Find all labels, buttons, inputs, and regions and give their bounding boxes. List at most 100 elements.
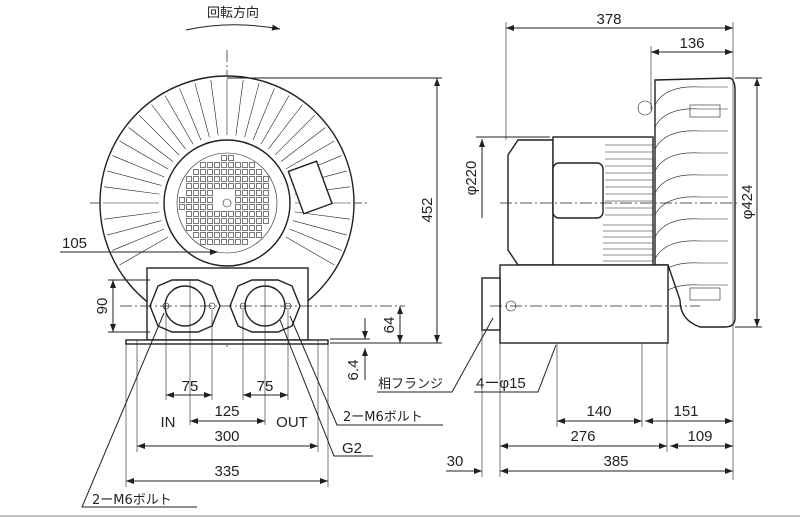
grille-cell — [235, 232, 241, 238]
grille-cell — [249, 169, 255, 175]
grille-cell — [242, 204, 248, 210]
dim-452: 452 — [419, 197, 436, 222]
grille-cell — [179, 204, 185, 210]
grille-cell — [200, 183, 206, 189]
grille-cell — [242, 197, 248, 203]
base-box-side — [499, 264, 669, 344]
grille-cell — [193, 225, 199, 231]
label-bolt-right: 2ーM6ボルト — [343, 410, 423, 425]
fin — [107, 220, 162, 236]
dim-105: 105 — [62, 235, 87, 252]
grille-cell — [249, 176, 255, 182]
grille-cell — [256, 169, 262, 175]
grille-cell — [249, 204, 255, 210]
grille-cell — [207, 176, 213, 182]
label-holes: 4ーφ15 — [476, 375, 526, 392]
dim-151: 151 — [673, 403, 698, 420]
dim-276: 276 — [570, 428, 595, 445]
grille-cell — [235, 225, 241, 231]
grille-cell — [200, 197, 206, 203]
fin — [104, 186, 160, 195]
grille-cell — [193, 169, 199, 175]
terminal-box — [287, 160, 333, 215]
grille-cell — [207, 239, 213, 245]
grille-cell — [207, 197, 213, 203]
terminal-box-side — [552, 162, 604, 219]
grille-cell — [249, 162, 255, 168]
grille-cell — [221, 176, 227, 182]
grille-cell — [256, 176, 262, 182]
fin — [235, 80, 244, 136]
grille-cell — [235, 183, 241, 189]
grille-cell — [228, 169, 234, 175]
grille-cell — [263, 190, 269, 196]
grille-cell — [193, 197, 199, 203]
fin — [119, 140, 169, 170]
grille-cell — [186, 211, 192, 217]
dim-385: 385 — [603, 453, 628, 470]
grille-cell — [186, 204, 192, 210]
fin — [268, 104, 303, 150]
grille-cell — [249, 183, 255, 189]
grille-cell — [193, 218, 199, 224]
grille-cell — [193, 232, 199, 238]
casing-fin — [654, 108, 728, 128]
grille-cell — [249, 218, 255, 224]
side-dimensions: 378 136 φ220 φ424 相フランジ 4ーφ15 140 151 27… — [377, 11, 762, 480]
grille-cell — [249, 232, 255, 238]
grille-cell — [263, 176, 269, 182]
dim-75-left: 75 — [182, 378, 199, 395]
grille-cell — [200, 225, 206, 231]
casing-fin — [654, 174, 728, 194]
grille-cell — [235, 190, 241, 196]
grille-cell — [256, 183, 262, 189]
fin — [151, 104, 186, 150]
grille-cell — [193, 176, 199, 182]
grille-cell — [228, 225, 234, 231]
grille-cell — [200, 169, 206, 175]
grille-cell — [249, 211, 255, 217]
grille-cell — [214, 218, 220, 224]
fin — [244, 83, 260, 138]
grille-cell — [256, 232, 262, 238]
grille-cell — [249, 225, 255, 231]
grille-cell — [186, 183, 192, 189]
fin — [252, 88, 275, 141]
foot-plate — [125, 339, 329, 345]
grille-cell — [186, 225, 192, 231]
grille-cell — [228, 183, 234, 189]
grille-cell — [214, 225, 220, 231]
grille-cell — [242, 190, 248, 196]
grille-cell — [263, 211, 269, 217]
grille-cell — [242, 162, 248, 168]
grille-cell — [193, 204, 199, 210]
grille-cell — [200, 176, 206, 182]
fin — [260, 95, 290, 145]
grille-cell — [214, 239, 220, 245]
grille-cell — [221, 169, 227, 175]
grille-cell — [256, 225, 262, 231]
grille-cell — [207, 169, 213, 175]
grille-cell — [221, 211, 227, 217]
grille-cell — [193, 211, 199, 217]
dim-125: 125 — [214, 403, 239, 420]
grille-cell — [263, 197, 269, 203]
front-dimensions: 452 105 90 64 6.4 75 75 125 IN OUT 300 3… — [60, 77, 443, 508]
grille-cell — [200, 232, 206, 238]
casing-fin — [654, 240, 728, 260]
mating-flange-side — [481, 277, 501, 331]
grille-cell — [228, 155, 234, 161]
dim-140: 140 — [586, 403, 611, 420]
rotation-direction-label: 回転方向 — [207, 5, 259, 21]
casing-fin — [654, 86, 728, 106]
fin — [210, 80, 219, 136]
grille-cell — [221, 155, 227, 161]
grille-cell — [228, 211, 234, 217]
grille-cell — [235, 239, 241, 245]
grille-cell — [256, 204, 262, 210]
grille-cell — [200, 239, 206, 245]
grille-cell — [242, 183, 248, 189]
grille-cell — [242, 176, 248, 182]
grille-cell — [263, 204, 269, 210]
fin — [280, 127, 326, 162]
